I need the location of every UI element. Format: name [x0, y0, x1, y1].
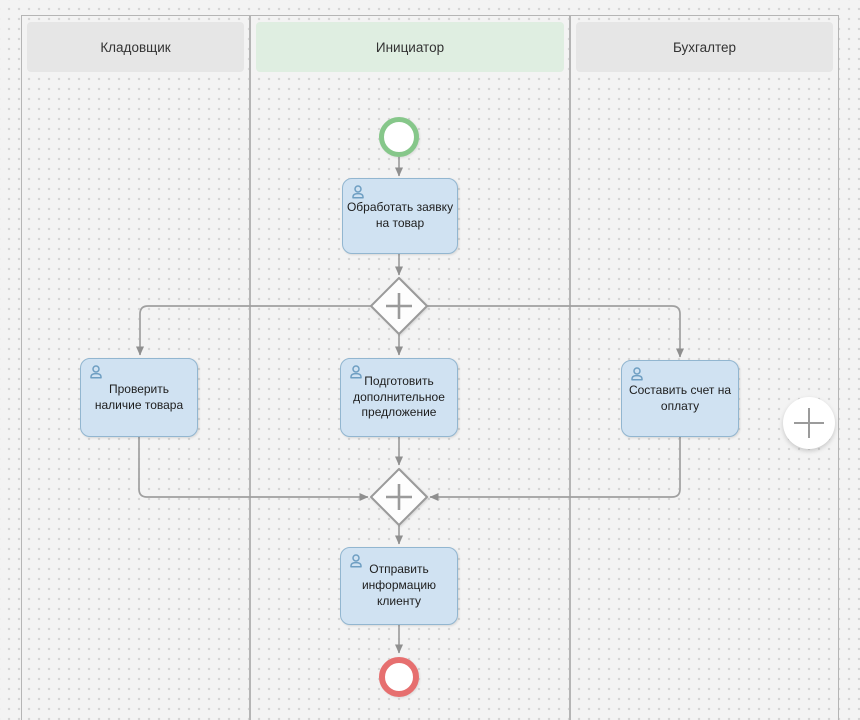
lane-label: Инициатор [375, 39, 445, 55]
lane-divider [569, 15, 571, 720]
task-label: Составить счет на оплату [628, 382, 732, 413]
parallel-gateway-2[interactable] [370, 468, 428, 526]
sequence-flow-gateway1-to-task4[interactable] [427, 305, 684, 358]
user-icon [352, 185, 364, 199]
lane-header-kladovshchik[interactable]: Кладовщик [27, 22, 244, 72]
append-element-button[interactable] [783, 397, 835, 449]
lane-divider [249, 15, 251, 720]
user-icon [350, 365, 362, 379]
lane-header-bukhgalter[interactable]: Бухгалтер [576, 22, 833, 72]
user-icon [631, 367, 643, 381]
plus-icon [794, 408, 824, 438]
lane-label: Бухгалтер [672, 39, 737, 55]
user-icon [350, 554, 362, 568]
parallel-gateway-1[interactable] [370, 277, 428, 335]
task-label: Подготовить дополнительное предложение [353, 373, 445, 420]
sequence-flow-task2-to-gateway2[interactable] [138, 437, 369, 501]
sequence-flow-task4-to-gateway2[interactable] [429, 437, 681, 501]
task-label: Отправить информацию клиенту [361, 562, 437, 608]
task-otpravit-informatsiyu[interactable]: Отправить информацию клиенту [340, 547, 458, 625]
task-podgotovit-predlozhenie[interactable]: Подготовить дополнительное предложение [340, 358, 458, 437]
task-sostavit-schet[interactable]: Составить счет на оплату [621, 360, 739, 437]
lane-header-initsiator[interactable]: Инициатор [256, 22, 564, 72]
task-proverit-nalichie[interactable]: Проверить наличие товара [80, 358, 198, 437]
lane-label: Кладовщик [100, 39, 171, 55]
process-pool[interactable] [21, 15, 839, 720]
start-event[interactable] [379, 117, 419, 157]
end-event[interactable] [379, 657, 419, 697]
parallel-gateway-icon [386, 484, 412, 510]
parallel-gateway-icon [386, 293, 412, 319]
task-label: Проверить наличие товара [94, 381, 184, 412]
user-icon [90, 365, 102, 379]
task-obrabotat-zayavku[interactable]: Обработать заявку на товар [342, 178, 458, 254]
sequence-flow-gateway1-to-task2[interactable] [136, 305, 371, 356]
task-label: Обработать заявку на товар [346, 200, 454, 230]
